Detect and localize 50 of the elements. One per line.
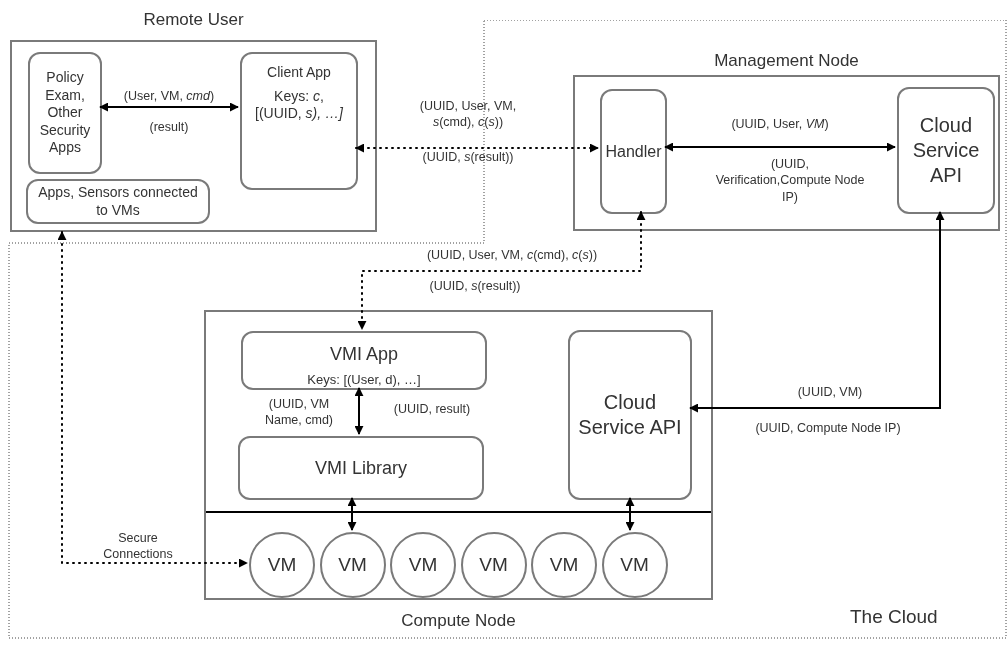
component-label: VM	[548, 553, 580, 577]
dotted-arrow	[357, 211, 646, 330]
component-box	[26, 179, 210, 224]
component-label: VM	[478, 553, 509, 577]
arrow	[99, 102, 239, 112]
dotted-arrow	[355, 143, 599, 153]
message-label: (UUID, s(result))	[421, 149, 515, 166]
message-label: (UUID, Verification,Compute Node IP)	[715, 156, 865, 205]
component-box	[238, 436, 484, 500]
component-label: Apps, Sensors connected to VMs	[37, 184, 199, 219]
arrow	[689, 211, 945, 413]
component-label: Handler	[604, 141, 663, 162]
component-label: VM	[337, 553, 368, 577]
dotted-arrow	[57, 231, 248, 568]
component-box	[28, 52, 102, 174]
keys-text: Keys: c, [(UUID, s), …]	[254, 87, 344, 123]
message-label: (UUID, s(result))	[428, 278, 522, 295]
group-title: Remote User	[142, 8, 245, 31]
component-box	[568, 330, 692, 500]
edge-label: (UUID, User, VM, c(cmd), c(s))	[425, 247, 599, 264]
arrow	[347, 497, 357, 532]
component-label: VM	[266, 553, 298, 577]
edge-label: (UUID, User, VM, s(cmd), c(s))	[418, 98, 518, 131]
component-box	[897, 87, 995, 214]
group-title: Management Node	[713, 49, 860, 72]
keys-text: Keys: [(User, d), …]	[306, 371, 422, 388]
component-box	[240, 52, 358, 190]
message-label: (UUID, Compute Node IP)	[754, 420, 902, 437]
component-label: Policy Exam, Other Security Apps	[38, 69, 92, 157]
region-title: The Cloud	[850, 605, 938, 629]
arrow	[664, 142, 896, 152]
edge-label: (User, VM, cmd)	[122, 88, 216, 105]
component-label: Cloud Service API	[911, 113, 981, 188]
edge-label: (UUID, VM)	[796, 384, 864, 401]
component-box	[241, 331, 487, 390]
component-box	[600, 89, 667, 214]
message-label: (result)	[148, 119, 190, 136]
edge-label: (UUID, User, VM)	[730, 116, 830, 133]
edge-label: Secure Connections	[102, 530, 174, 563]
component-label: VM	[619, 553, 650, 577]
component-label: VMI Library	[314, 456, 408, 480]
arrow	[354, 387, 364, 435]
component-label: Cloud Service API	[577, 390, 683, 440]
arrow	[625, 497, 635, 532]
component-label: VMI App	[328, 343, 399, 366]
component-label: Client App	[266, 64, 332, 82]
edge-label: (UUID, VM Name, cmd)	[263, 396, 335, 429]
group-title: Compute Node	[400, 610, 517, 632]
component-label: VM	[407, 553, 439, 577]
message-label: (UUID, result)	[392, 401, 472, 418]
